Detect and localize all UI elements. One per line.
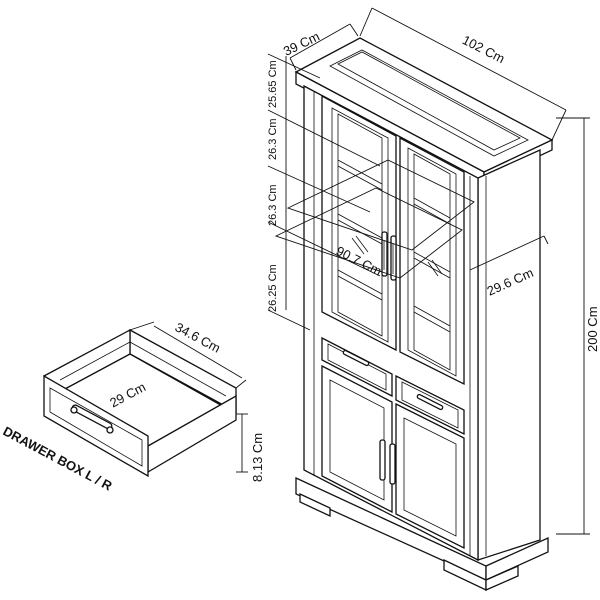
interior-shelves — [337, 159, 451, 333]
glass-door-handles — [381, 231, 397, 281]
cabinet-side-panel — [477, 148, 541, 561]
right-drawer — [395, 374, 465, 436]
lower-right-door — [395, 402, 465, 550]
shelf-extension-lines — [267, 53, 475, 331]
lower-left-door — [321, 364, 393, 514]
shelf-gap-3-label: 26.3 Cm — [267, 184, 279, 226]
drawer-dimension-lines — [129, 321, 248, 473]
cabinet-height-label: 200 Cm — [585, 306, 600, 352]
upper-right-glass-door — [399, 136, 465, 386]
drawer-box-drawing: 34.6 Cm 29 Cm 8.13 Cm DRAWER BOX L / R — [1, 319, 265, 493]
shelf-gap-1-label: 25.65 Cm — [267, 60, 279, 108]
left-drawer — [321, 336, 393, 398]
drawer-handle — [70, 404, 114, 434]
cabinet-plinth — [295, 476, 549, 592]
upper-left-glass-door — [321, 94, 397, 352]
dimension-lines — [289, 7, 590, 535]
shelf-gap-2-label: 26.3 Cm — [267, 118, 279, 160]
shelf-gap-4-label: 26.25 Cm — [267, 264, 279, 312]
drawer-height-label: 8.13 Cm — [250, 433, 265, 482]
drawer-depth-label: 34.6 Cm — [173, 319, 223, 355]
drawer-front-panel — [43, 374, 149, 478]
cabinet-top-inset — [329, 49, 529, 157]
cabinet-drawing: 39 Cm 102 Cm 200 Cm 25.65 Cm 26.3 Cm 26.… — [267, 7, 600, 592]
lower-door-handles — [379, 439, 396, 485]
cabinet-depth-label: 39 Cm — [281, 29, 322, 59]
cabinet-width-label: 102 Cm — [460, 32, 507, 66]
